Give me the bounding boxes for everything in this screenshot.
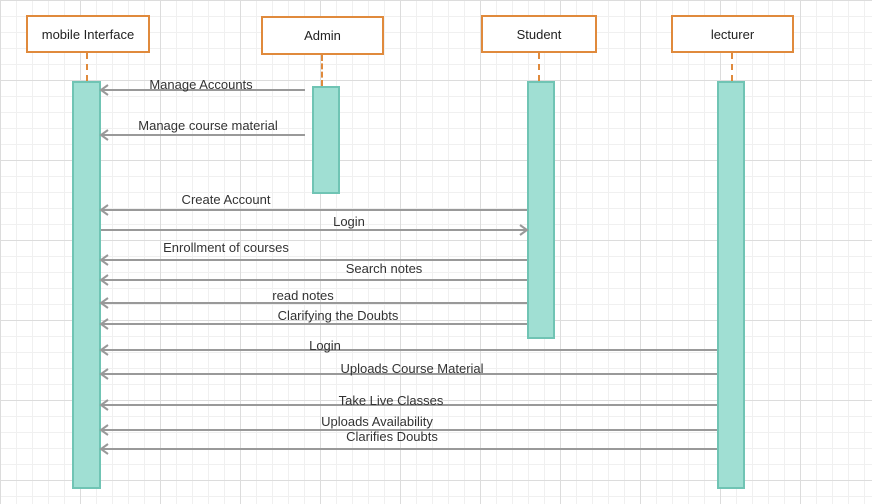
message-arrowhead-8 <box>99 344 109 356</box>
message-label-uploads-course-material: Uploads Course Material <box>340 361 484 376</box>
message-arrowhead-10 <box>99 399 109 411</box>
lifeline-admin <box>321 55 323 86</box>
message-label-clarifies-doubts: Clarifies Doubts <box>346 429 438 444</box>
message-label-manage-course-material: Manage course material <box>138 118 278 133</box>
message-label-read-notes: read notes <box>272 288 334 303</box>
message-arrowhead-0 <box>99 84 109 96</box>
activation-student[interactable] <box>527 81 555 339</box>
message-arrowhead-1 <box>99 129 109 141</box>
activation-admin[interactable] <box>312 86 340 194</box>
message-label-enrollment-of-courses: Enrollment of courses <box>163 240 289 255</box>
activation-lecturer[interactable] <box>717 81 745 489</box>
message-arrowhead-11 <box>99 424 109 436</box>
message-arrowhead-7 <box>99 318 109 330</box>
lifeline-student <box>538 53 540 81</box>
actor-admin[interactable]: Admin <box>261 16 384 55</box>
lifeline-mobile-interface <box>86 53 88 81</box>
message-label-create-account: Create Account <box>181 192 271 207</box>
message-arrowhead-4 <box>99 254 109 266</box>
message-arrowhead-3 <box>519 224 529 236</box>
message-label-manage-accounts: Manage Accounts <box>149 77 253 92</box>
message-arrowhead-9 <box>99 368 109 380</box>
message-label-login-student: Login <box>333 214 365 229</box>
message-label-take-live-classes: Take Live Classes <box>338 393 444 408</box>
message-label-uploads-availability: Uploads Availability <box>321 414 433 429</box>
lifeline-lecturer <box>731 53 733 81</box>
activation-mobile-interface[interactable] <box>72 81 101 489</box>
message-arrowhead-6 <box>99 297 109 309</box>
message-arrowhead-12 <box>99 443 109 455</box>
message-label-login-lecturer: Login <box>309 338 341 353</box>
message-label-search-notes: Search notes <box>345 261 423 276</box>
message-label-clarifying-the-doubts: Clarifying the Doubts <box>277 308 399 323</box>
actor-lecturer[interactable]: lecturer <box>671 15 794 53</box>
actor-mobile-interface[interactable]: mobile Interface <box>26 15 150 53</box>
message-arrowhead-5 <box>99 274 109 286</box>
actor-student[interactable]: Student <box>481 15 597 53</box>
message-arrowhead-2 <box>99 204 109 216</box>
